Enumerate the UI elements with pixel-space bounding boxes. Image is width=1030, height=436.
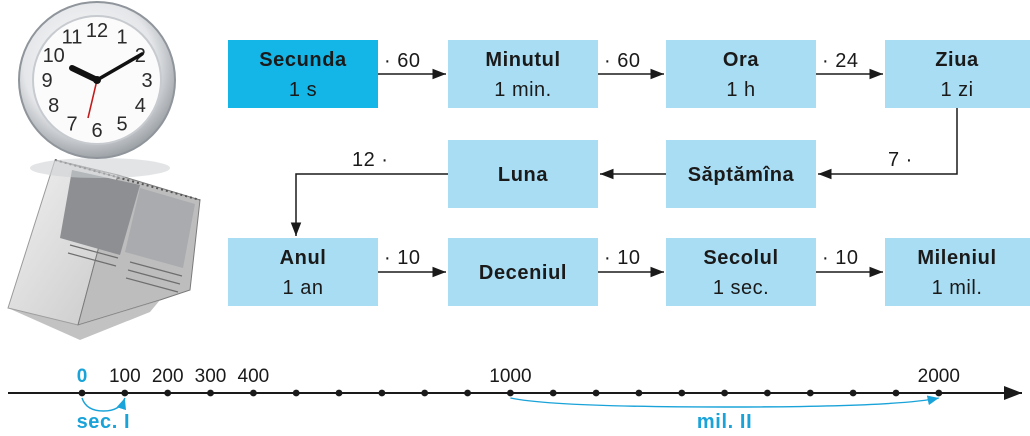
arrow-month-year — [290, 173, 448, 236]
timeline-label: 1000 — [489, 366, 531, 387]
box-mileniul-sub: 1 mil. — [932, 277, 983, 299]
clock-numeral: 1 — [116, 27, 127, 49]
timeline-label: 0 — [77, 366, 88, 387]
box-ziua — [885, 40, 1030, 108]
timeline-tick — [764, 389, 771, 397]
box-ziua-title: Ziua — [935, 49, 979, 71]
box-secolul-sub: 1 sec. — [713, 277, 769, 299]
mult-century-millennium: · 10 — [822, 247, 858, 269]
timeline-tick — [378, 389, 386, 397]
timeline-tick — [421, 389, 429, 397]
timeline-tick — [849, 389, 857, 397]
box-mileniul-title: Mileniul — [917, 247, 996, 269]
box-anul-sub: 1 an — [283, 277, 324, 299]
timeline-ticks — [78, 389, 943, 397]
clock-numeral: 10 — [43, 45, 65, 67]
box-ora-title: Ora — [723, 49, 760, 71]
timeline-spans: sec. I mil. II — [77, 395, 939, 433]
box-ora-sub: 1 h — [726, 79, 755, 101]
box-minutul — [448, 40, 598, 108]
box-mileniul — [885, 238, 1030, 306]
timeline-span-arc — [510, 395, 939, 408]
clock-numeral: 8 — [48, 95, 59, 117]
timeline-tick — [121, 389, 129, 397]
mult-year-decade: · 10 — [384, 247, 420, 269]
box-secunda-sub: 1 s — [289, 79, 317, 101]
clock-numeral: 7 — [66, 113, 77, 135]
clock-numeral: 9 — [41, 70, 52, 92]
timeline-tick — [78, 389, 86, 397]
timeline-tick — [635, 389, 643, 397]
timeline-tick — [335, 389, 343, 397]
box-secunda — [228, 40, 378, 108]
timeline-span-arc — [81, 397, 126, 412]
box-minutul-sub: 1 min. — [494, 79, 551, 101]
timeline-tick — [935, 389, 943, 397]
clock-numeral: 5 — [116, 113, 127, 135]
timeline-tick — [250, 389, 257, 397]
box-anul-title: Anul — [280, 247, 327, 269]
timeline-tick — [592, 389, 600, 397]
conversion-arrows — [290, 68, 958, 278]
box-secunda-title: Secunda — [259, 49, 347, 71]
timeline-tick — [207, 389, 214, 397]
box-secolul-title: Secolul — [703, 247, 778, 269]
timeline-tick — [549, 389, 557, 397]
mult-decade-century: · 10 — [604, 247, 640, 269]
box-ora — [666, 40, 816, 108]
timeline-label: 200 — [152, 366, 184, 387]
box-anul — [228, 238, 378, 306]
clock-numeral: 3 — [141, 70, 152, 92]
box-secolul — [666, 238, 816, 306]
timeline-tick — [507, 389, 514, 397]
calendar-illustration — [7, 159, 201, 340]
arrow-day-week — [818, 108, 958, 180]
timeline-label: 400 — [238, 366, 270, 387]
mult-h-day: · 24 — [822, 50, 858, 72]
timeline-tick — [806, 389, 814, 397]
box-luna-title: Luna — [498, 164, 548, 186]
timeline-label: 2000 — [918, 366, 960, 387]
timeline-tick — [292, 389, 300, 397]
unit-boxes: Secunda 1 s Minutul 1 min. Ora 1 h Ziua … — [228, 40, 1030, 306]
timeline-tick — [164, 389, 172, 397]
timeline-tick — [721, 389, 728, 397]
box-saptamina — [666, 140, 816, 208]
clock-numeral: 11 — [62, 27, 83, 49]
timeline: 0 100 200 300 400 1000 2000 sec. I mil. II — [8, 366, 1022, 433]
clock-illustration: 121234567891011 — [18, 1, 176, 178]
box-luna — [448, 140, 598, 208]
timeline-tick — [892, 389, 900, 397]
timeline-tick — [678, 389, 686, 397]
box-deceniul — [448, 238, 598, 306]
timeline-tick — [464, 389, 471, 397]
timeline-label: 100 — [109, 366, 141, 387]
mult-day-week: 7 · — [888, 149, 913, 171]
box-deceniul-title: Deceniul — [479, 262, 567, 284]
clock-numeral: 12 — [86, 20, 108, 42]
clock-numeral: 6 — [91, 120, 102, 142]
mult-month-year: 12 · — [352, 149, 388, 171]
timeline-span-label: sec. I — [77, 411, 131, 433]
box-saptamina-title: Săptămîna — [688, 164, 795, 186]
mult-sec-min: · 60 — [384, 50, 420, 72]
mult-min-h: · 60 — [604, 50, 640, 72]
box-minutul-title: Minutul — [485, 49, 560, 71]
timeline-label: 300 — [195, 366, 227, 387]
timeline-labels: 0 100 200 300 400 1000 2000 — [77, 366, 960, 387]
timeline-span-label: mil. II — [697, 411, 752, 433]
multiplier-labels: · 60 · 60 · 24 7 · 12 · · 10 · 10 · 10 — [352, 50, 913, 269]
clock-numeral: 4 — [135, 95, 146, 117]
box-ziua-sub: 1 zi — [940, 79, 973, 101]
